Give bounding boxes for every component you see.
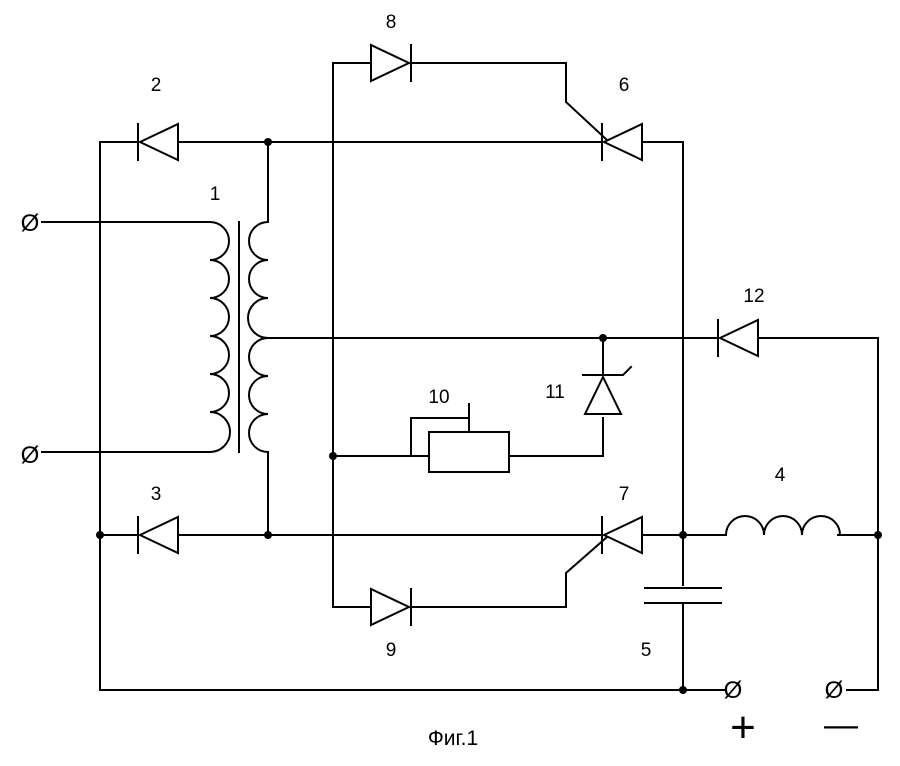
diode-12 (717, 318, 759, 358)
polarity-minus: — (824, 706, 858, 744)
secondary-winding (247, 220, 270, 454)
primary-winding (208, 220, 231, 454)
component-labels: 1 2 3 4 5 6 7 8 9 10 11 12 (151, 12, 786, 661)
diode-12-body (717, 318, 759, 358)
wire-wiper (410, 417, 470, 457)
label-inductor-4: 4 (775, 465, 786, 486)
input-terminal-bottom: Ø (21, 442, 40, 469)
junction-dot (599, 334, 607, 342)
thyristor-6 (601, 122, 643, 162)
label-diode-3: 3 (151, 484, 162, 505)
thyristor-7-body (601, 515, 643, 555)
diode-3 (137, 515, 179, 555)
input-terminal-top: Ø (21, 210, 40, 237)
output-terminal-minus: Ø (825, 677, 844, 704)
resistor-10 (428, 431, 510, 473)
junction-dot (264, 138, 272, 146)
label-diode-8: 8 (386, 12, 397, 33)
junction-dot (264, 531, 272, 539)
terminals: Ø Ø Ø Ø (21, 210, 844, 704)
diode-8-body (370, 43, 412, 83)
diode-9-body (370, 587, 412, 627)
wire-primary-leads (41, 221, 211, 453)
diode-9 (370, 587, 412, 627)
label-resistor-10: 10 (428, 387, 449, 408)
diode-2 (137, 122, 179, 162)
wire-resistor (332, 417, 604, 457)
zener-11 (582, 365, 633, 415)
label-zener-11: 11 (545, 382, 565, 403)
zener-11-bar (582, 365, 633, 376)
junction-dot (679, 686, 687, 694)
wires (41, 62, 879, 691)
diode-8 (370, 43, 412, 83)
label-diode-12: 12 (743, 286, 764, 307)
label-diode-9: 9 (386, 640, 397, 661)
junction-dot (96, 531, 104, 539)
label-diode-2: 2 (151, 75, 162, 96)
output-terminal-plus: Ø (724, 677, 743, 704)
diode-2-body (137, 122, 179, 162)
capacitor-5 (644, 587, 722, 604)
figure-caption: Фиг.1 (428, 727, 478, 750)
inductor-4 (724, 515, 842, 537)
diode-3-body (137, 515, 179, 555)
wire-diode9-gate (332, 535, 609, 608)
label-thyristor-6: 6 (619, 75, 630, 96)
junctions (96, 138, 882, 694)
junction-dot (329, 452, 337, 460)
label-thyristor-7: 7 (619, 484, 630, 505)
junction-dot (874, 531, 882, 539)
zener-11-body (583, 374, 623, 415)
junction-dot (679, 531, 687, 539)
label-capacitor-5: 5 (641, 640, 652, 661)
thyristor-6-body (601, 122, 643, 162)
polarity-plus: + (730, 703, 756, 752)
wire-diode8-gate (332, 62, 609, 142)
transformer (208, 220, 270, 454)
label-transformer: 1 (210, 184, 221, 205)
thyristor-7 (601, 515, 643, 555)
wire-right-outer (846, 337, 879, 691)
